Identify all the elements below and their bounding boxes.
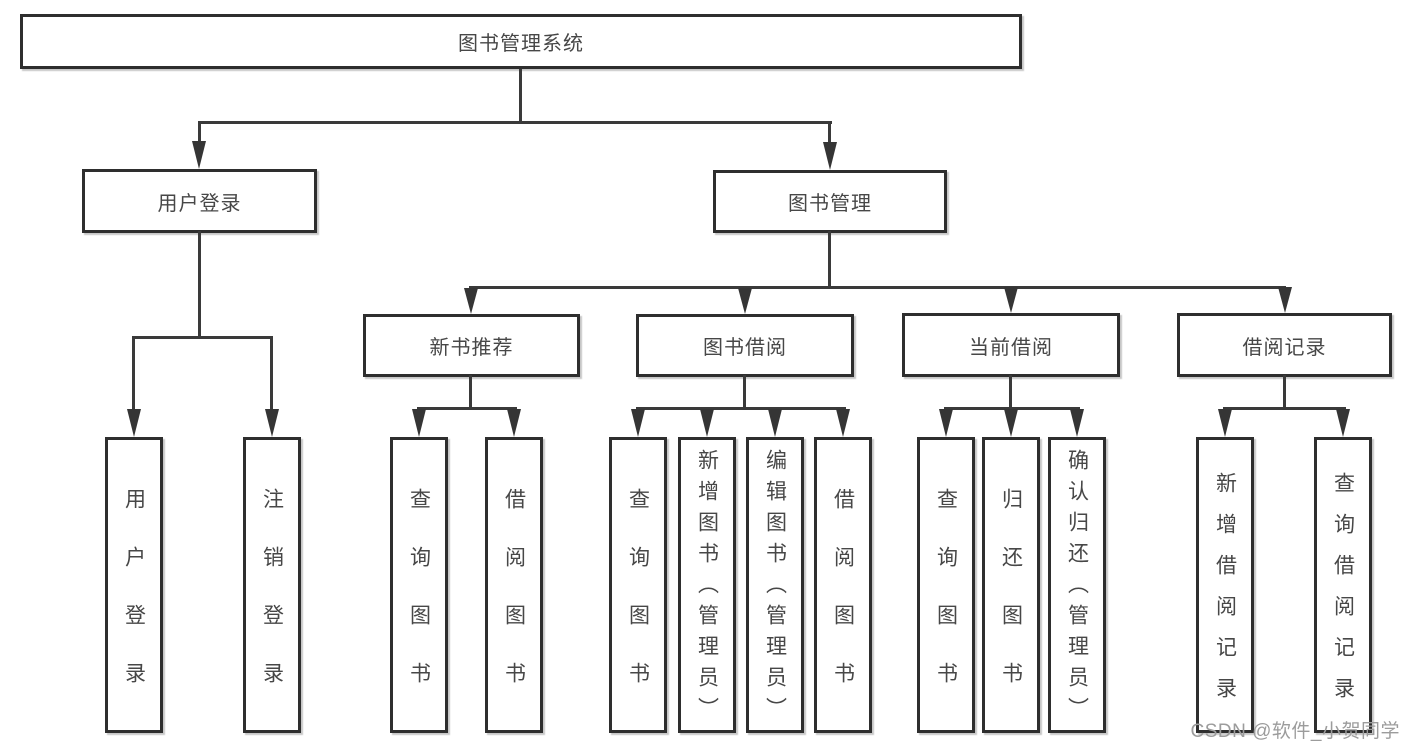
leaf-label: 归还图书 <box>999 487 1023 720</box>
leaf-query-books: 查询图书 <box>917 437 975 733</box>
node-new-book-recommend: 新书推荐 <box>363 314 580 377</box>
leaf-label: 查询图书 <box>934 487 958 720</box>
leaf-label: 查询图书 <box>626 487 650 720</box>
node-current-borrowing: 当前借阅 <box>902 313 1120 377</box>
watermark: CSDN @软件_小贺同学 <box>1190 721 1400 742</box>
arrowhead-down-icon <box>412 409 426 437</box>
arrowhead-down-icon <box>192 141 206 169</box>
leaf-label: 注销登录 <box>260 487 284 720</box>
leaf-label: 确认归还（管理员） <box>1065 448 1089 728</box>
arrowhead-down-icon <box>1070 409 1084 437</box>
leaf-query-books: 查询图书 <box>609 437 667 733</box>
connector-line <box>828 121 831 144</box>
connector-line <box>1009 375 1012 409</box>
leaf-borrow-books: 借阅图书 <box>814 437 872 733</box>
node-book-borrowing: 图书借阅 <box>636 314 854 377</box>
arrowhead-down-icon <box>1004 287 1018 313</box>
connector-line <box>132 336 135 411</box>
leaf-logout: 注销登录 <box>243 437 301 733</box>
node-label: 图书管理 <box>788 193 872 215</box>
node-label: 新书推荐 <box>429 337 514 359</box>
leaf-query-borrow-record: 查询借阅记录 <box>1314 437 1372 733</box>
connector-line <box>828 231 831 289</box>
arrowhead-down-icon <box>823 142 837 170</box>
connector-line <box>198 231 201 338</box>
arrowhead-down-icon <box>1278 287 1292 313</box>
leaf-edit-book-admin: 编辑图书（管理员） <box>746 437 804 733</box>
connector-line <box>1283 375 1286 409</box>
node-label: 图书借阅 <box>703 337 787 359</box>
arrowhead-down-icon <box>464 288 478 314</box>
leaf-confirm-return-admin: 确认归还（管理员） <box>1048 437 1106 733</box>
node-borrowing-records: 借阅记录 <box>1177 313 1392 377</box>
leaf-label: 借阅图书 <box>831 487 855 720</box>
node-user-login: 用户登录 <box>82 169 317 233</box>
arrowhead-down-icon <box>1004 409 1018 437</box>
node-library-management-system: 图书管理系统 <box>20 14 1022 69</box>
arrowhead-down-icon <box>1336 409 1350 437</box>
node-label: 借阅记录 <box>1242 336 1327 359</box>
leaf-label: 查询图书 <box>407 487 431 720</box>
arrowhead-down-icon <box>265 409 279 437</box>
connector-line <box>417 407 517 410</box>
connector-line <box>132 336 273 339</box>
node-label: 当前借阅 <box>969 336 1053 359</box>
arrowhead-down-icon <box>127 409 141 437</box>
arrowhead-down-icon <box>939 409 953 437</box>
node-label: 用户登录 <box>157 192 242 215</box>
connector-line <box>944 407 1080 410</box>
leaf-label: 借阅图书 <box>502 487 526 720</box>
arrowhead-down-icon <box>836 409 850 437</box>
connector-line <box>270 336 273 411</box>
leaf-add-borrow-record: 新增借阅记录 <box>1196 437 1254 733</box>
connector-line <box>743 375 746 409</box>
connector-line <box>469 375 472 409</box>
connector-line <box>469 286 1286 289</box>
arrowhead-down-icon <box>631 409 645 437</box>
leaf-label: 新增图书（管理员） <box>695 448 719 728</box>
connector-line <box>519 69 522 124</box>
leaf-borrow-books: 借阅图书 <box>485 437 543 733</box>
leaf-label: 编辑图书（管理员） <box>763 448 787 728</box>
leaf-label: 新增借阅记录 <box>1213 472 1237 718</box>
leaf-add-book-admin: 新增图书（管理员） <box>678 437 736 733</box>
node-book-management: 图书管理 <box>713 170 947 233</box>
leaf-return-books: 归还图书 <box>982 437 1040 733</box>
leaf-query-books: 查询图书 <box>390 437 448 733</box>
arrowhead-down-icon <box>768 409 782 437</box>
connector-line <box>1223 407 1346 410</box>
connector-line <box>636 407 846 410</box>
arrowhead-down-icon <box>700 409 714 437</box>
leaf-user-login: 用户登录 <box>105 437 163 733</box>
connector-line <box>198 121 832 124</box>
node-label: 图书管理系统 <box>458 33 584 55</box>
arrowhead-down-icon <box>738 288 752 314</box>
connector-line <box>198 121 201 143</box>
arrowhead-down-icon <box>1218 409 1232 437</box>
leaf-label: 查询借阅记录 <box>1331 472 1355 718</box>
arrowhead-down-icon <box>507 409 521 437</box>
leaf-label: 用户登录 <box>122 487 146 720</box>
